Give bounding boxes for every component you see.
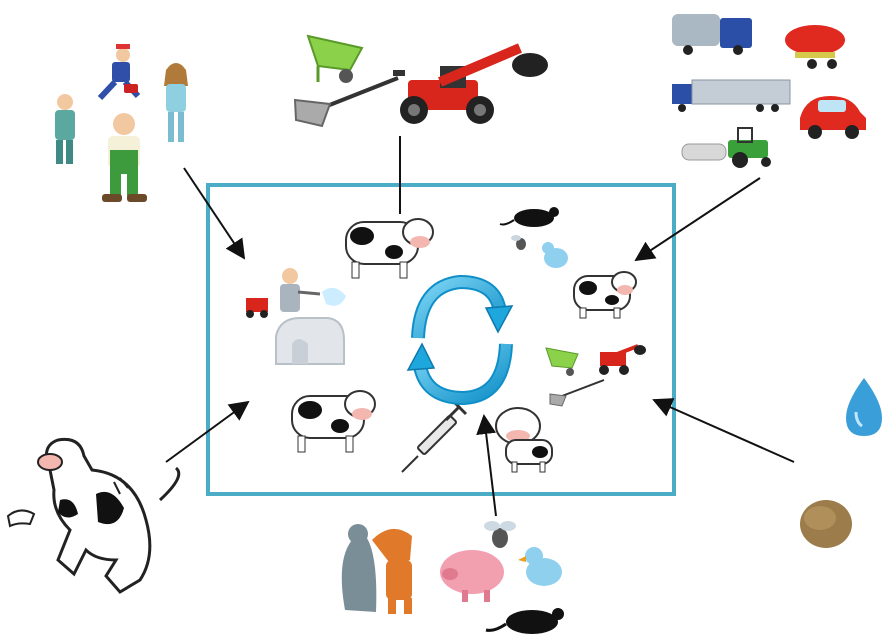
- calf-icon: [495, 407, 553, 473]
- rat-icon: [499, 207, 559, 227]
- water-drop-icon: [846, 378, 882, 436]
- cycle-arrows-icon: [406, 274, 514, 406]
- arrows: [165, 136, 795, 517]
- feed-pellets-icon: [800, 500, 852, 548]
- farm-equipment-icon: [293, 34, 548, 128]
- syringe-icon: [401, 398, 468, 473]
- cow-icon: [573, 271, 637, 319]
- cow-icon: [291, 390, 376, 453]
- pressure-washer-icon: [246, 268, 346, 318]
- arrow-vehicles-in: [634, 177, 761, 262]
- fly-icon: [511, 235, 526, 250]
- arrow-cow-in: [165, 400, 250, 463]
- wild-and-domestic-animals-icon: [341, 521, 564, 634]
- purchased-cow-icon: [6, 437, 181, 594]
- small-equipment-icon: [545, 344, 646, 407]
- farm-boundary-frame: [206, 183, 676, 496]
- farm-people-icon: [55, 44, 188, 202]
- vehicles-icon: [672, 14, 866, 168]
- arrow-people-in: [183, 167, 246, 260]
- bird-icon: [542, 242, 568, 268]
- cow-icon: [345, 218, 434, 279]
- calf-hutch-icon: [275, 317, 345, 365]
- arrow-animals-in: [476, 414, 497, 517]
- arrow-water-feed-in: [652, 398, 795, 463]
